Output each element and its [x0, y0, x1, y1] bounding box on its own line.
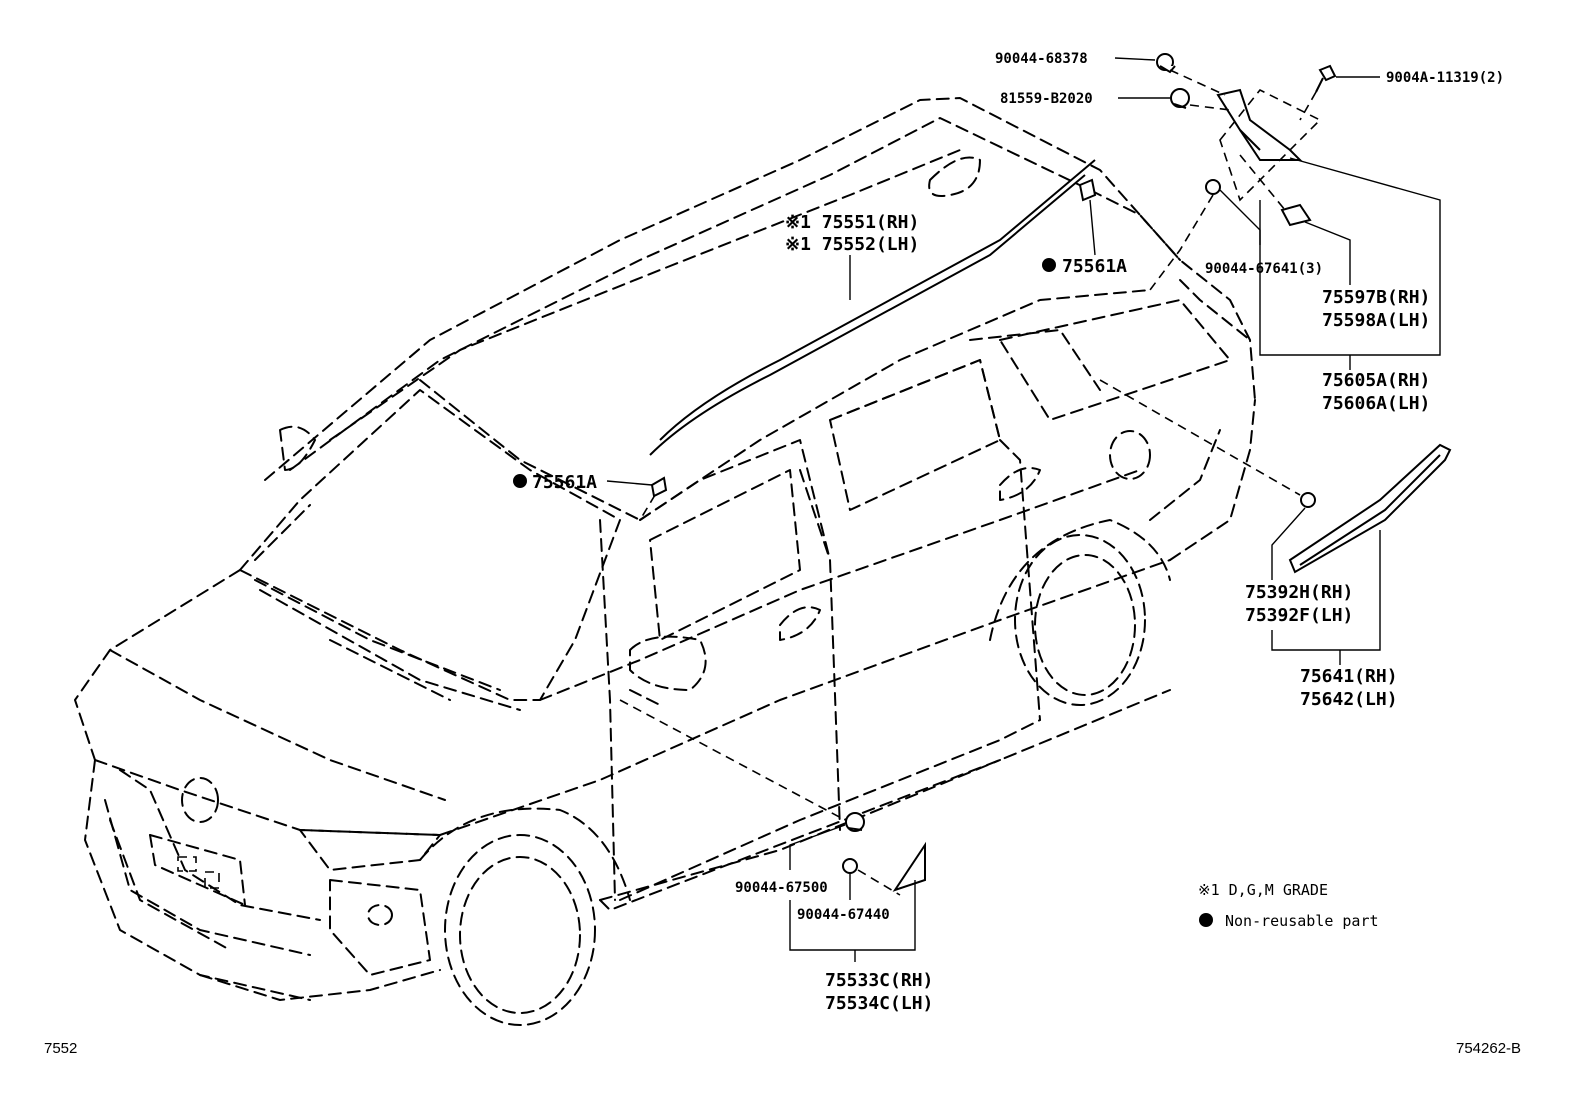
label-90044-67641: 90044-67641(3) [1205, 261, 1323, 277]
screw-9004a-11319-icon [1315, 64, 1337, 93]
label-75551-rh: ※1 75551(RH) [785, 212, 919, 233]
clip-90044-67440-icon [842, 858, 858, 874]
clip-90044-67641-icon [1205, 179, 1221, 195]
label-81559-b2020: 81559-B2020 [1000, 91, 1093, 107]
clip-81559-b2020-icon [1170, 88, 1190, 109]
clip-75641-icon [1300, 492, 1316, 508]
label-90044-68378: 90044-68378 [995, 51, 1088, 67]
vehicle-outline [74, 97, 1256, 1026]
label-75605a-rh: 75605A(RH) [1322, 370, 1430, 391]
label-75392h-rh: 75392H(RH) [1245, 582, 1353, 603]
label-75533c-rh: 75533C(RH) [825, 970, 933, 991]
label-90044-67440: 90044-67440 [797, 907, 890, 923]
footer-left-code: 7552 [44, 1040, 77, 1057]
legend-dot-icon [1199, 913, 1213, 927]
label-75597b-rh: 75597B(RH) [1322, 287, 1430, 308]
footer-figure-id: 754262-B [1456, 1040, 1521, 1057]
legend-non-reusable: Non-reusable part [1225, 912, 1379, 930]
label-90044-67500: 90044-67500 [735, 880, 828, 896]
label-75392f-lh: 75392F(LH) [1245, 605, 1353, 626]
roof-clip-75561a-mid-icon [650, 476, 668, 498]
parts-graphics [650, 53, 1452, 892]
legend-grade-note: ※1 D,G,M GRADE [1198, 881, 1328, 899]
rear-spoiler-piece-icon [1216, 88, 1303, 161]
footer: 7552 754262-B [44, 1040, 1521, 1057]
label-75534c-lh: 75534C(LH) [825, 993, 933, 1014]
label-75561a-mid: 75561A [532, 472, 597, 493]
non-reusable-dot-icon [1042, 258, 1056, 272]
label-9004a-11319: 9004A-11319(2) [1386, 70, 1504, 86]
bracket-75597b-icon [1280, 203, 1312, 227]
part-labels: 90044-68378 81559-B2020 9004A-11319(2) ※… [513, 51, 1504, 1014]
label-75561a-top: 75561A [1062, 256, 1127, 277]
label-75598a-lh: 75598A(LH) [1322, 310, 1430, 331]
side-garnish-75392h-icon [1288, 443, 1452, 574]
leader-lines [606, 57, 1441, 962]
clip-90044-68378-icon [1156, 53, 1176, 74]
label-75641-rh: 75641(RH) [1300, 666, 1398, 687]
legend: ※1 D,G,M GRADE Non-reusable part [1198, 881, 1379, 930]
label-75642-lh: 75642(LH) [1300, 689, 1398, 710]
label-75606a-lh: 75606A(LH) [1322, 393, 1430, 414]
label-75552-lh: ※1 75552(LH) [785, 234, 919, 255]
non-reusable-dot-icon [513, 474, 527, 488]
front-garnish-75533c-icon [892, 841, 926, 892]
roof-clip-75561a-top-icon [1078, 178, 1097, 202]
clip-90044-67500-icon [845, 812, 865, 832]
